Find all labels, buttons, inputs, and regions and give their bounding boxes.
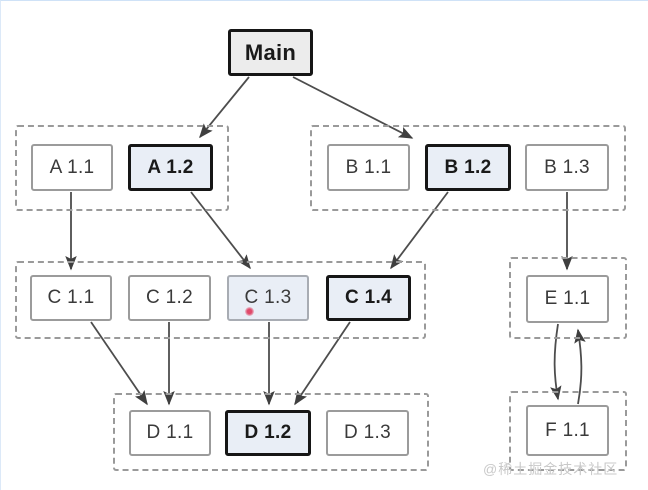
node-label-f11: F 1.1 (545, 419, 590, 441)
node-label-b12: B 1.2 (444, 156, 492, 178)
node-label-a11: A 1.1 (49, 156, 95, 178)
node-b12[interactable]: B 1.2 (425, 144, 511, 191)
node-label-b11: B 1.1 (345, 156, 392, 178)
node-label-d11: D 1.1 (146, 422, 194, 443)
node-main[interactable]: Main (228, 29, 313, 76)
node-label-c14: C 1.4 (345, 287, 392, 308)
node-d11[interactable]: D 1.1 (129, 410, 211, 456)
group-d (113, 393, 429, 471)
node-c13[interactable]: C 1.3 (227, 275, 309, 321)
group-c (15, 261, 426, 339)
node-b11[interactable]: B 1.1 (327, 144, 410, 191)
group-a (15, 125, 229, 211)
node-label-main: Main (244, 39, 297, 65)
node-label-e11: E 1.1 (544, 288, 591, 309)
node-label-b13: B 1.3 (544, 156, 590, 178)
node-label-a12: A 1.2 (147, 156, 194, 178)
node-label-c12: C 1.2 (146, 287, 193, 308)
node-label-d13: D 1.3 (344, 422, 391, 443)
node-e11[interactable]: E 1.1 (526, 275, 609, 323)
node-c11[interactable]: C 1.1 (30, 275, 112, 321)
group-f (509, 391, 627, 471)
node-f11[interactable]: F 1.1 (526, 405, 609, 456)
group-b (310, 125, 626, 211)
node-label-c11: C 1.1 (47, 287, 95, 308)
node-b13[interactable]: B 1.3 (525, 144, 609, 191)
cursor-marker-dot (245, 307, 254, 316)
group-e (509, 257, 627, 339)
node-d12[interactable]: D 1.2 (225, 410, 311, 456)
node-a11[interactable]: A 1.1 (31, 144, 113, 191)
node-a12[interactable]: A 1.2 (128, 144, 213, 191)
node-label-c13: C 1.3 (244, 287, 292, 308)
node-d13[interactable]: D 1.3 (326, 410, 409, 456)
node-label-d12: D 1.2 (244, 422, 292, 443)
node-c12[interactable]: C 1.2 (128, 275, 211, 321)
node-c14[interactable]: C 1.4 (326, 275, 411, 321)
watermark-label: @稀土掘金技术社区 (483, 461, 619, 477)
